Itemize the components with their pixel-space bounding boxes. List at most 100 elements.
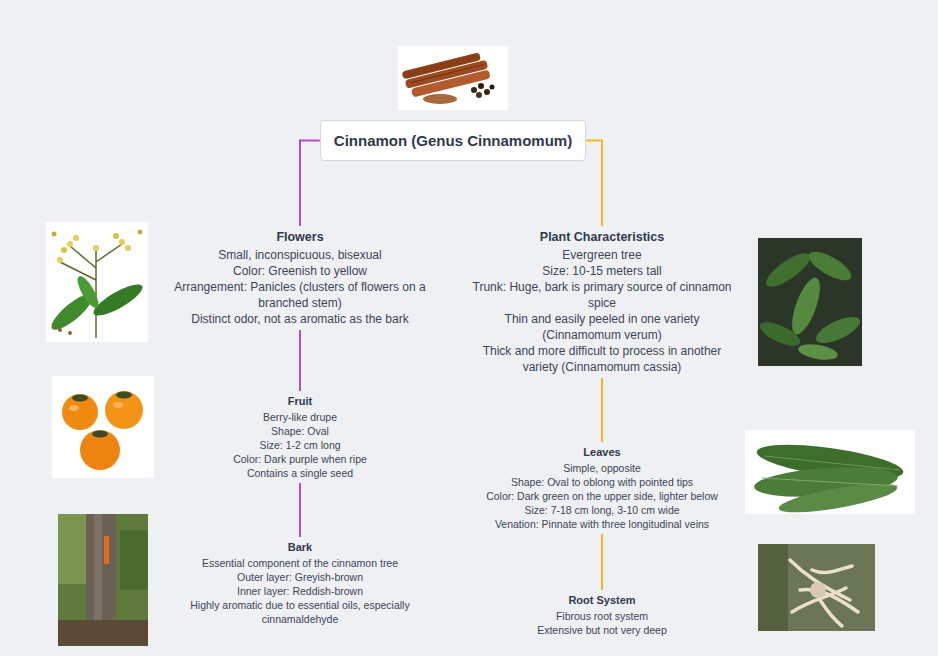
- leaves-photo-part: [764, 456, 900, 470]
- topic-heading: Bark: [176, 540, 424, 554]
- branch-connector: [586, 141, 602, 227]
- topic-detail: Thin and easily peeled in one variety (C…: [468, 311, 736, 343]
- cinnamon-sticks-photo-part: [478, 83, 484, 89]
- root-photo-part: [758, 544, 875, 631]
- topic-detail: Outer layer: Greyish-brown: [176, 570, 424, 584]
- cinnamon-sticks-photo-part: [471, 87, 477, 93]
- flower-illustration-part: [58, 328, 62, 332]
- topic-detail: Extensive but not very deep: [494, 623, 710, 637]
- plant-leaves-photo-part: [786, 274, 825, 337]
- flower-illustration-part: [61, 247, 67, 253]
- branch-connector: [300, 141, 320, 227]
- fruit-photo-part: [116, 392, 132, 399]
- tree-trunk-photo-part: [120, 530, 148, 590]
- branch-topic: FlowersSmall, inconspicuous, bisexualCol…: [158, 226, 443, 330]
- flower-illustration-part: [57, 257, 63, 263]
- cinnamon-sticks-photo-part: [484, 89, 490, 95]
- fruit-photo-part: [52, 376, 154, 478]
- topic-detail: Color: Greenish to yellow: [160, 263, 441, 279]
- flower-illustration-part: [74, 273, 102, 310]
- topic-detail: Color: Dark green on the upper side, lig…: [478, 489, 726, 503]
- topic-detail: Evergreen tree: [468, 247, 736, 263]
- flower-illustration-part: [113, 233, 119, 239]
- branch-topic: FruitBerry-like drupeShape: OvalSize: 1-…: [180, 391, 420, 483]
- cinnamon-sticks-photo-part: [398, 46, 508, 110]
- fruit-photo-part: [92, 431, 108, 438]
- topic-heading: Plant Characteristics: [468, 229, 736, 245]
- topic-heading: Flowers: [160, 229, 441, 245]
- flower-illustration-part: [73, 235, 79, 241]
- topic-detail: Berry-like drupe: [182, 410, 418, 424]
- root-photo: [758, 544, 875, 631]
- topic-detail: Distinct odor, not as aromatic as the ba…: [160, 311, 441, 327]
- fruit-photo-part: [62, 394, 98, 430]
- topic-detail: Size: 10-15 meters tall: [468, 263, 736, 279]
- cinnamon-sticks-photo-part: [476, 92, 482, 98]
- fruit-photo-part: [72, 395, 88, 402]
- topic-detail: Trunk: Huge, bark is primary source of c…: [468, 279, 736, 311]
- flower-illustration-part: [90, 279, 146, 321]
- branch-connector: [601, 534, 603, 590]
- branch-topic: Root SystemFibrous root systemExtensive …: [492, 590, 712, 640]
- fruit-photo-part: [113, 402, 123, 408]
- topic-detail: Arrangement: Panicles (clusters of flowe…: [160, 279, 441, 311]
- flower-illustration-part: [93, 245, 99, 251]
- cinnamon-sticks-photo-part-part: [410, 65, 483, 83]
- flower-illustration: [46, 222, 148, 342]
- branch-topic: LeavesSimple, oppositeShape: Oval to obl…: [476, 442, 728, 534]
- branch-connector: [299, 483, 301, 537]
- topic-detail: Size: 1-2 cm long: [182, 438, 418, 452]
- tree-trunk-photo-part: [58, 514, 148, 646]
- topic-detail: Color: Dark purple when ripe: [182, 452, 418, 466]
- topic-detail: Fibrous root system: [494, 609, 710, 623]
- branch-connector: [601, 378, 603, 442]
- topic-heading: Leaves: [478, 445, 726, 459]
- topic-detail: Highly aromatic due to essential oils, e…: [176, 598, 424, 626]
- plant-leaves-photo-part: [757, 317, 804, 350]
- branch-connector: [299, 330, 301, 391]
- leaves-photo-part: [777, 478, 899, 519]
- root-photo-part: [758, 544, 788, 631]
- topic-detail: Essential component of the cinnamon tree: [176, 556, 424, 570]
- plant-leaves-photo-part: [812, 312, 863, 349]
- plant-leaves-photo: [757, 238, 864, 366]
- central-topic: Cinnamon (Genus Cinnamomum): [320, 120, 586, 161]
- topic-heading: Root System: [494, 593, 710, 607]
- topic-detail: Small, inconspicuous, bisexual: [160, 247, 441, 263]
- tree-trunk-photo: [58, 514, 148, 646]
- plant-leaves-photo-part: [797, 342, 839, 363]
- flower-illustration-part: [119, 239, 125, 245]
- topic-detail: Venation: Pinnate with three longitudina…: [478, 517, 726, 531]
- cinnamon-sticks-photo-part: [401, 51, 490, 99]
- cinnamon-sticks-photo-part-part: [411, 69, 491, 97]
- topic-detail: Size: 7-18 cm long, 3-10 cm wide: [478, 503, 726, 517]
- cinnamon-sticks-photo: [398, 46, 508, 110]
- tree-trunk-photo-part: [58, 620, 148, 646]
- flower-illustration-part: [68, 331, 72, 335]
- topic-detail: Shape: Oval: [182, 424, 418, 438]
- branch-topic: BarkEssential component of the cinnamon …: [174, 537, 426, 629]
- flower-illustration-part: [138, 230, 143, 235]
- root-photo-part: [810, 582, 826, 598]
- fruit-photo: [52, 376, 154, 478]
- branch-topic: Plant CharacteristicsEvergreen treeSize:…: [466, 226, 738, 378]
- tree-trunk-photo-part: [58, 514, 88, 584]
- topic-detail: Inner layer: Reddish-brown: [176, 584, 424, 598]
- flower-illustration-part: [46, 222, 148, 342]
- topic-detail: Shape: Oval to oblong with pointed tips: [478, 475, 726, 489]
- root-photo-part: [790, 560, 858, 626]
- plant-leaves-photo-part: [758, 238, 862, 366]
- tree-trunk-photo-part: [104, 536, 109, 564]
- topic-heading: Fruit: [182, 394, 418, 408]
- leaves-photo-part: [762, 478, 898, 486]
- fruit-photo-part: [80, 430, 120, 470]
- topic-detail: Simple, opposite: [478, 461, 726, 475]
- leaves-photo: [745, 430, 915, 518]
- cinnamon-sticks-photo-part: [423, 94, 457, 104]
- fruit-photo-part: [105, 391, 143, 429]
- topic-detail: Contains a single seed: [182, 466, 418, 480]
- fruit-photo-part: [69, 405, 79, 411]
